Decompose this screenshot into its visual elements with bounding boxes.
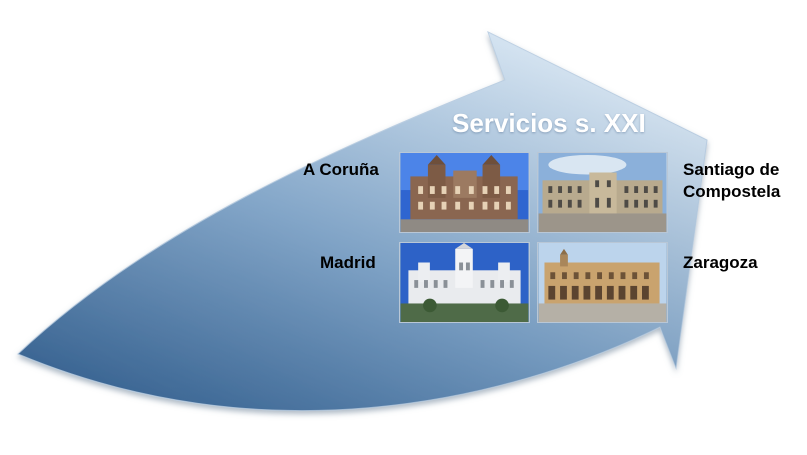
diagram-title: Servicios s. XXI	[452, 108, 646, 138]
santiago-photo-icon	[538, 153, 667, 232]
palace-photo	[399, 242, 530, 323]
city-label-santiago: Santiago de Compostela	[683, 159, 780, 203]
city-hall-photo	[537, 242, 668, 323]
palace-photo	[537, 152, 668, 233]
madrid-photo-icon	[400, 243, 529, 322]
city-label-santiago-text: Santiago de Compostela	[683, 160, 781, 201]
city-label-zaragoza: Zaragoza	[683, 253, 758, 272]
city-label-madrid: Madrid	[320, 253, 376, 272]
city-label-a-coruna: A Coruña	[303, 160, 379, 179]
zaragoza-photo-icon	[538, 243, 667, 322]
city-hall-photo	[399, 152, 530, 233]
a-coruna-photo-icon	[400, 153, 529, 232]
